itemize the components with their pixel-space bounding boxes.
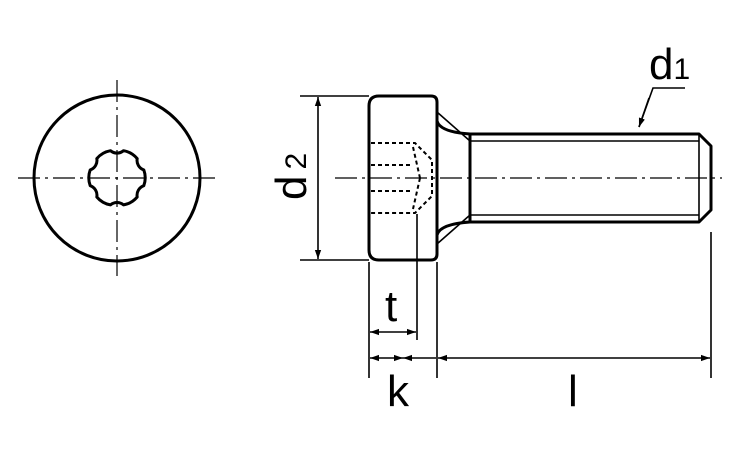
d2-label-sub: 2	[280, 153, 313, 170]
d1-label: d1	[649, 40, 690, 89]
screw-head-outline	[367, 94, 439, 262]
end-view	[18, 80, 216, 276]
t-label: t	[385, 282, 397, 331]
labels: d1 d2 t k l	[267, 40, 690, 416]
l-label: l	[568, 367, 578, 416]
k-label: k	[387, 367, 410, 416]
shank-outline	[468, 132, 713, 224]
underhead-fillet-top	[435, 119, 472, 136]
underhead-fillet-bottom	[435, 220, 472, 237]
d2-label-main: d	[267, 176, 316, 200]
d2-label: d2	[267, 153, 316, 200]
fillet-taper-bottom	[436, 214, 471, 245]
torx-drive-recess	[87, 149, 147, 207]
fillet-taper-top	[436, 111, 471, 142]
side-view	[335, 94, 722, 262]
d1-label-sub: 1	[673, 53, 690, 86]
d1-leader-arrow	[638, 97, 650, 128]
d1-label-main: d	[649, 40, 673, 89]
hidden-recess-inner-a	[412, 146, 421, 179]
dimensions	[300, 87, 712, 378]
hidden-recess-inner-b	[412, 177, 421, 210]
